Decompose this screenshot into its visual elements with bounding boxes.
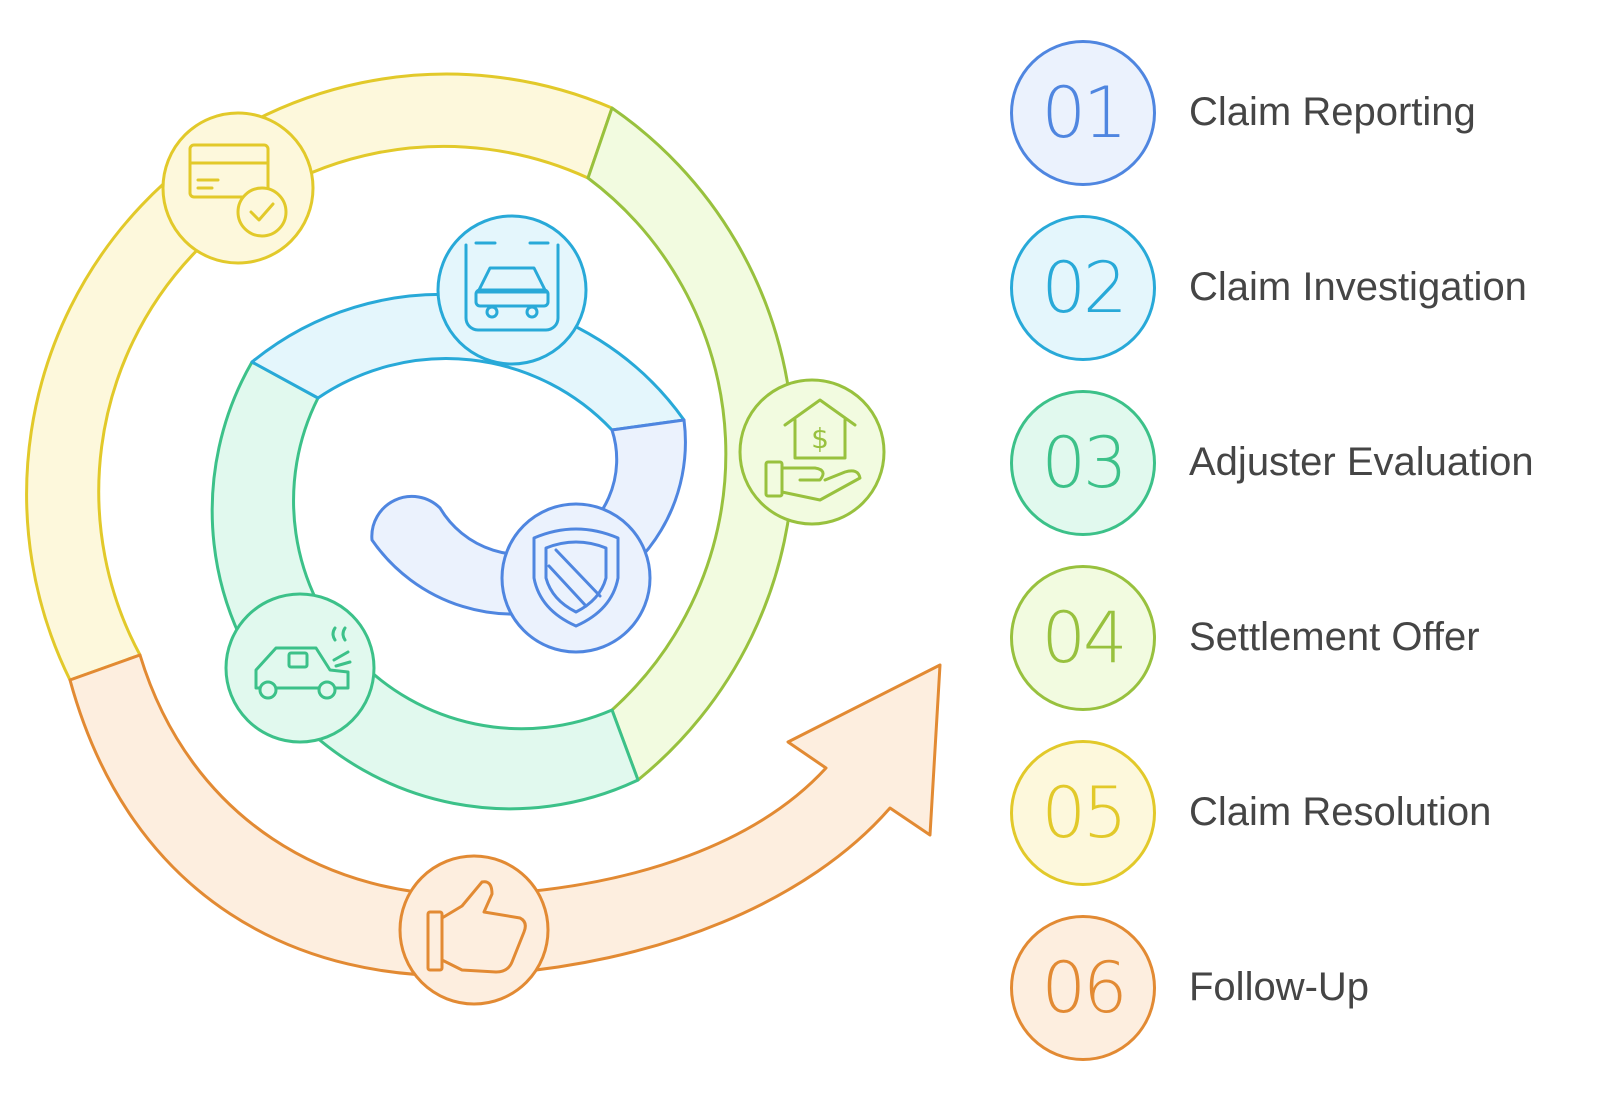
step-follow-up: 06 Follow-Up [1010, 900, 1590, 1075]
step-number: 01 [1041, 71, 1127, 154]
step-label: Follow-Up [1189, 965, 1370, 1009]
step-list: 01 Claim Reporting 02 Claim Investigatio… [1010, 25, 1590, 1075]
shield-stripe-node [500, 502, 652, 654]
step-number: 03 [1041, 421, 1127, 504]
shield-stripe-icon [532, 527, 620, 628]
claim-spiral-diagram: $ [25, 72, 942, 1006]
thumbs-up-icon [426, 880, 527, 974]
step-adjuster-evaluation: 03 Adjuster Evaluation [1010, 375, 1590, 550]
step-badge: 05 [1010, 739, 1156, 886]
step-label: Adjuster Evaluation [1189, 440, 1534, 484]
segment-settlement-offer [586, 106, 796, 782]
step-label: Claim Reporting [1189, 90, 1476, 134]
step-badge: 02 [1010, 214, 1156, 361]
step-badge: 01 [1010, 39, 1156, 186]
card-check-icon [188, 143, 288, 238]
car-smoke-icon [254, 626, 352, 700]
segment-follow-up [68, 653, 942, 978]
car-inspection-node [436, 214, 588, 366]
step-number: 06 [1041, 946, 1127, 1029]
house-money-hand-node: $ [738, 378, 886, 526]
card-check-node [161, 111, 315, 265]
step-label: Settlement Offer [1189, 615, 1480, 659]
step-number: 04 [1041, 596, 1127, 679]
svg-text:$: $ [811, 422, 829, 455]
step-badge: 06 [1010, 914, 1156, 1061]
step-claim-resolution: 05 Claim Resolution [1010, 725, 1590, 900]
step-number: 05 [1041, 771, 1127, 854]
step-claim-reporting: 01 Claim Reporting [1010, 25, 1590, 200]
car-smoke-node [224, 592, 376, 744]
step-settlement-offer: 04 Settlement Offer [1010, 550, 1590, 725]
step-label: Claim Resolution [1189, 790, 1492, 834]
house-money-hand-icon: $ [764, 398, 862, 502]
step-badge: 03 [1010, 389, 1156, 536]
step-claim-investigation: 02 Claim Investigation [1010, 200, 1590, 375]
step-label: Claim Investigation [1189, 265, 1527, 309]
step-badge: 04 [1010, 564, 1156, 711]
step-number: 02 [1041, 246, 1127, 329]
car-inspection-icon [464, 241, 560, 332]
thumbs-up-node [398, 854, 550, 1006]
